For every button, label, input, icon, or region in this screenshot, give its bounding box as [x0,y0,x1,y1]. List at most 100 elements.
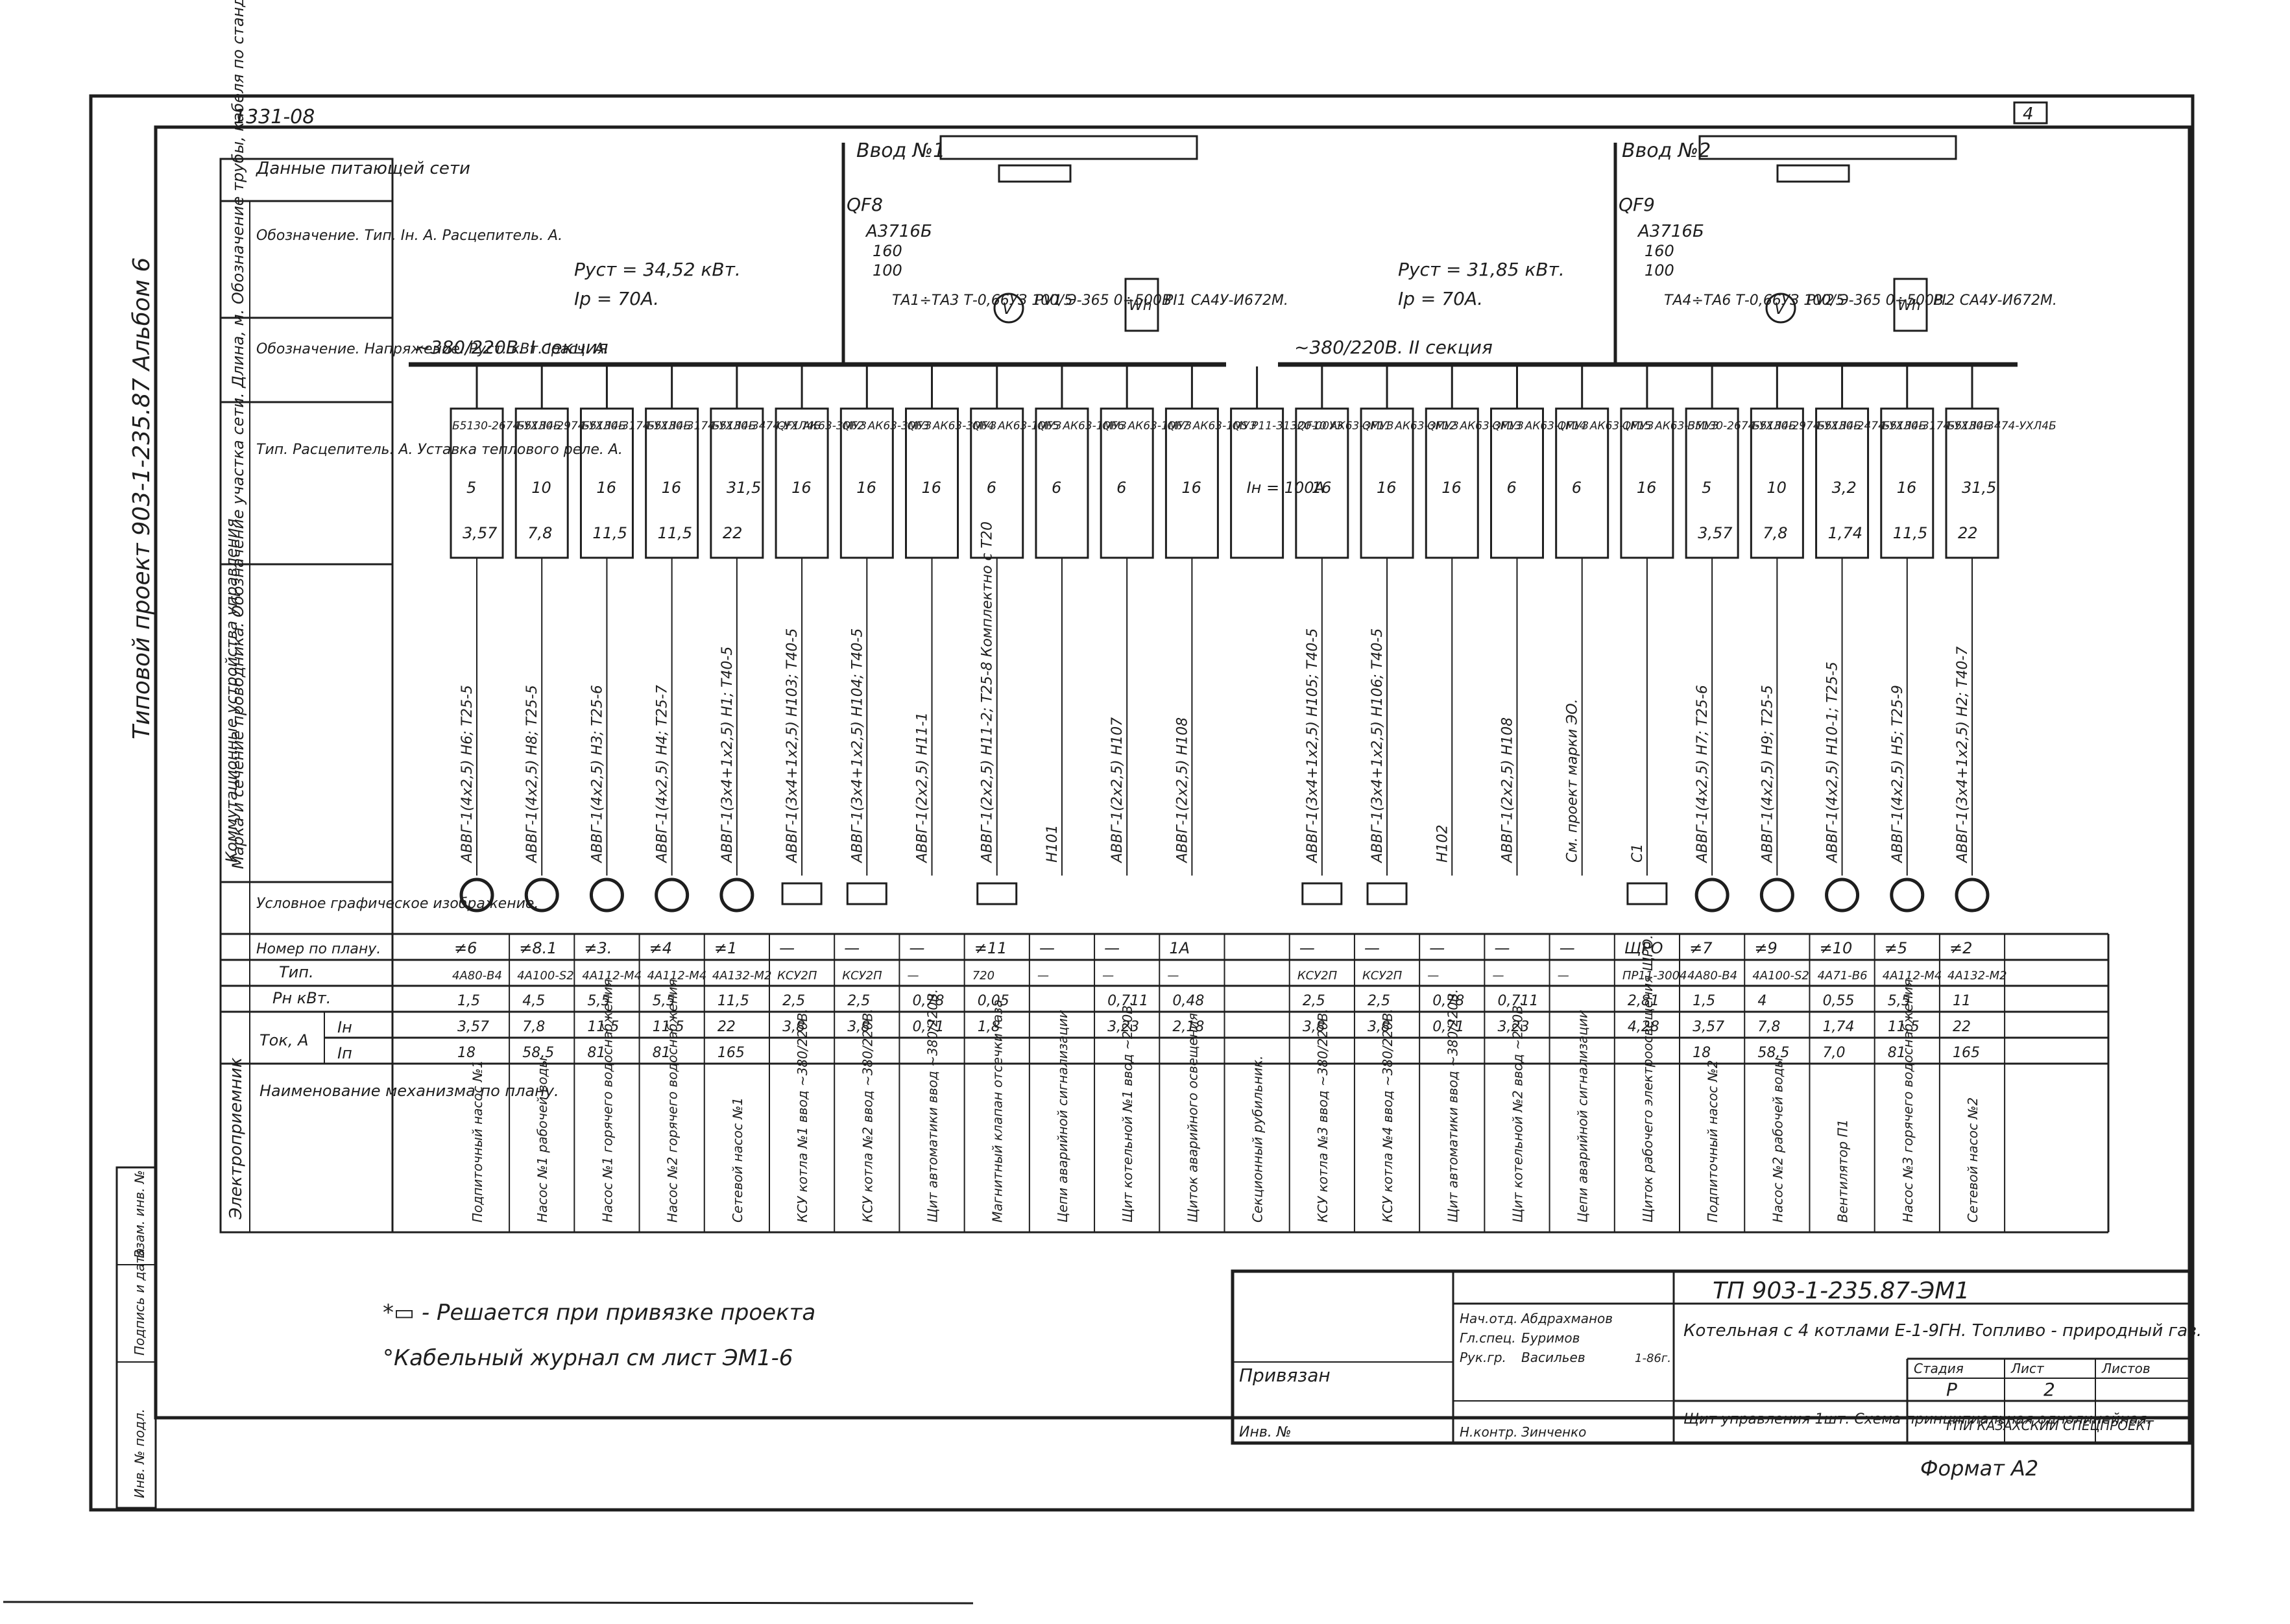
feeder-9-rating: 6 [987,479,996,497]
feeder-11-name: Щит котельной №1 ввод ~220В. [1120,1001,1135,1223]
side-stamp-1: Взам. инв. № [132,1170,147,1258]
left-label-column: Данные питающей сети Обозначение. Тип. I… [219,0,623,1234]
feeder-7-pn: 2,5 [847,993,870,1009]
org-name: ГПИ КАЗАХСКИЙ СПЕЦПРОЕКТ [1946,1418,2154,1433]
feeder-2-motor-icon [524,878,559,913]
feeder-17-pn: 0,711 [1497,993,1538,1009]
feeder-2-cable: АВВГ-1(4х2,5) Н8; Т25-5 [524,685,540,864]
feeder-19-app: QF15 АК63-3МУЗ [1622,420,1719,433]
voltmeter-2: PV2 Э-365 0÷500В. [1807,293,1948,309]
feeder-4-type: 4А112-М4 [647,969,707,983]
feeder-21-cable: АВВГ-1(4х2,5) Н9; Т25-5 [1759,685,1776,864]
qf9-label: QF9 [1619,194,1655,215]
format-label: Формат А2 [1920,1456,2038,1481]
feeder-5-motor-icon [719,878,754,913]
feeder-1-ip: 18 [457,1045,476,1061]
feeder-24-ip: 165 [1953,1045,1980,1061]
sheet-value: 2 [2043,1379,2055,1400]
feeder-1-type: 4А80-В4 [452,969,502,983]
feeder-24-name: Сетевой насос №2 [1965,1097,1981,1223]
feeder-7-in: 3,8 [847,1019,870,1035]
feeder-22-cable: АВВГ-1(4х2,5) Н10-1; Т25-5 [1825,662,1841,864]
feeder-7-type: КСУ2П [842,969,882,983]
feeder-22-name: Вентилятор П1 [1835,1119,1851,1223]
feeder-1-name: Подпиточный насос №1 [470,1060,485,1223]
feeder-12-app: QF7 АК63-1МУЗ [1167,420,1257,433]
feeder-6-panel-icon [781,882,823,905]
feeder-17-cable: АВВГ-1(2х2,5) Н108 [1499,717,1515,864]
feeder-3-ip: 81 [587,1045,605,1061]
feeder-17-in: 3,23 [1497,1019,1529,1035]
pn-label: Рн кВт. [272,989,331,1007]
feeder-24-in: 22 [1953,1019,1971,1035]
feeder-20-ip: 18 [1693,1045,1711,1061]
feeder-5-name: Сетевой насос №1 [730,1097,745,1223]
feeder-6-in: 3,8 [782,1019,805,1035]
feeder-22-ip: 7,0 [1823,1045,1846,1061]
qf8-rating-1: 160 [873,242,902,260]
feeder-24-plan: ≠2 [1949,939,1972,957]
feeder-3-cable: АВВГ-1(4х2,5) Н3; Т25-6 [589,685,605,864]
side-stamp-3: Инв. № подл. [132,1409,147,1498]
feeder-19-plan: ЩРО [1624,939,1663,957]
feeder-3-pn: 5,5 [587,993,610,1009]
feeder-15-in: 3,8 [1368,1019,1390,1035]
feeder-10-plan: — [1039,939,1055,957]
feeder-11-cable: АВВГ-1(2х2,5) Н107 [1109,717,1126,864]
feeder-2-in: 7,8 [522,1019,545,1035]
switchgear-label: Тип. Расцепитель. А. Уставка теплового р… [256,442,623,458]
feeder-4-plan: ≠4 [649,939,672,957]
feeder-9-pn: 0,05 [978,993,1009,1009]
current-1: Iр = 70А. [574,288,659,309]
feeder-4-pn: 5,5 [653,993,675,1009]
feeder-21-rating: 10 [1766,479,1787,497]
feeder-21-relay: 7,8 [1763,524,1787,542]
voltmeter-1-icon [993,293,1024,324]
feeder-22-plan: ≠10 [1820,939,1853,957]
stamp-date: 1-86г. [1635,1352,1671,1365]
role-4: Н.контр. [1460,1424,1518,1440]
feeder-4-motor-icon [655,878,690,913]
feeder-5-plan: ≠1 [714,939,737,957]
feeder-9-type: 720 [972,969,994,983]
sheet-header: Лист [2010,1361,2045,1376]
meter-1-icon [1124,278,1159,332]
sheet-mark-box [2013,101,2048,125]
feeder-12-name: Щиток аварийного освещения [1185,1013,1200,1223]
feeder-10-cable: Н101 [1044,824,1061,863]
feeder-21-app: Б5130-2974-УХЛ4Б [1752,420,1861,433]
svg-text:V: V [1774,300,1786,318]
feeder-5-app: Б5130-3474-УХЛ4Б [712,420,821,433]
feeder-5-cable: АВВГ-1(3х4+1х2,5) Н1; Т40-5 [719,647,736,864]
feeder-12-pn: 0,48 [1172,993,1204,1009]
feeder-23-cable: АВВГ-1(4х2,5) Н5; Т25-9 [1890,685,1906,864]
sheets-header: Листов [2101,1361,2151,1376]
input-1-label: Ввод №1 [856,139,945,162]
input-2-label: Ввод №2 [1622,139,1711,162]
doc-title: Котельная с 4 котлами Е-1-9ГН. Топливо -… [1683,1321,2202,1341]
feeder-1-app: Б5130-2674-УХЛ4Б [452,420,561,433]
feeder-23-pn: 5,5 [1888,993,1910,1009]
feeder-9-cable: АВВГ-1(2х2,5) Н11-2; Т25-8 Комплектно с … [980,521,996,864]
feeder-14-pn: 2,5 [1303,993,1325,1009]
feeder-2-relay: 7,8 [527,524,552,542]
feeder-4-relay: 11,5 [658,524,692,542]
feeder-7-panel-icon [846,882,887,905]
feeder-15-type: КСУ2П [1362,969,1403,983]
feeder-4-ip: 81 [653,1045,671,1061]
feeder-20-app: Б5130-2674-УХЛ4Б [1687,420,1796,433]
in-label: Iн [337,1018,352,1036]
feeder-3-plan: ≠3. [584,939,612,957]
feeder-11-type: — [1102,969,1114,983]
feeder-21-in: 7,8 [1757,1019,1780,1035]
feeder-8-in: 0,71 [913,1019,945,1035]
ct-1: ТА1÷ТА3 Т-0,66УЗ 100/5 [892,293,1073,309]
feeder-23-app: Б5130-3174-УХЛ4Б [1883,420,1992,433]
name-3: Васильев [1521,1350,1585,1365]
feeder-16-rating: 16 [1441,479,1462,497]
cable-label: Марка и сечение проводника. Обозначение … [229,0,247,869]
feeder-1-in: 3,57 [457,1019,489,1035]
feeder-3-motor-icon [589,878,624,913]
feeder-9-in: 1,8 [978,1019,1000,1035]
feeder-9-name: Магнитный клапан отсечки газа [990,999,1006,1223]
